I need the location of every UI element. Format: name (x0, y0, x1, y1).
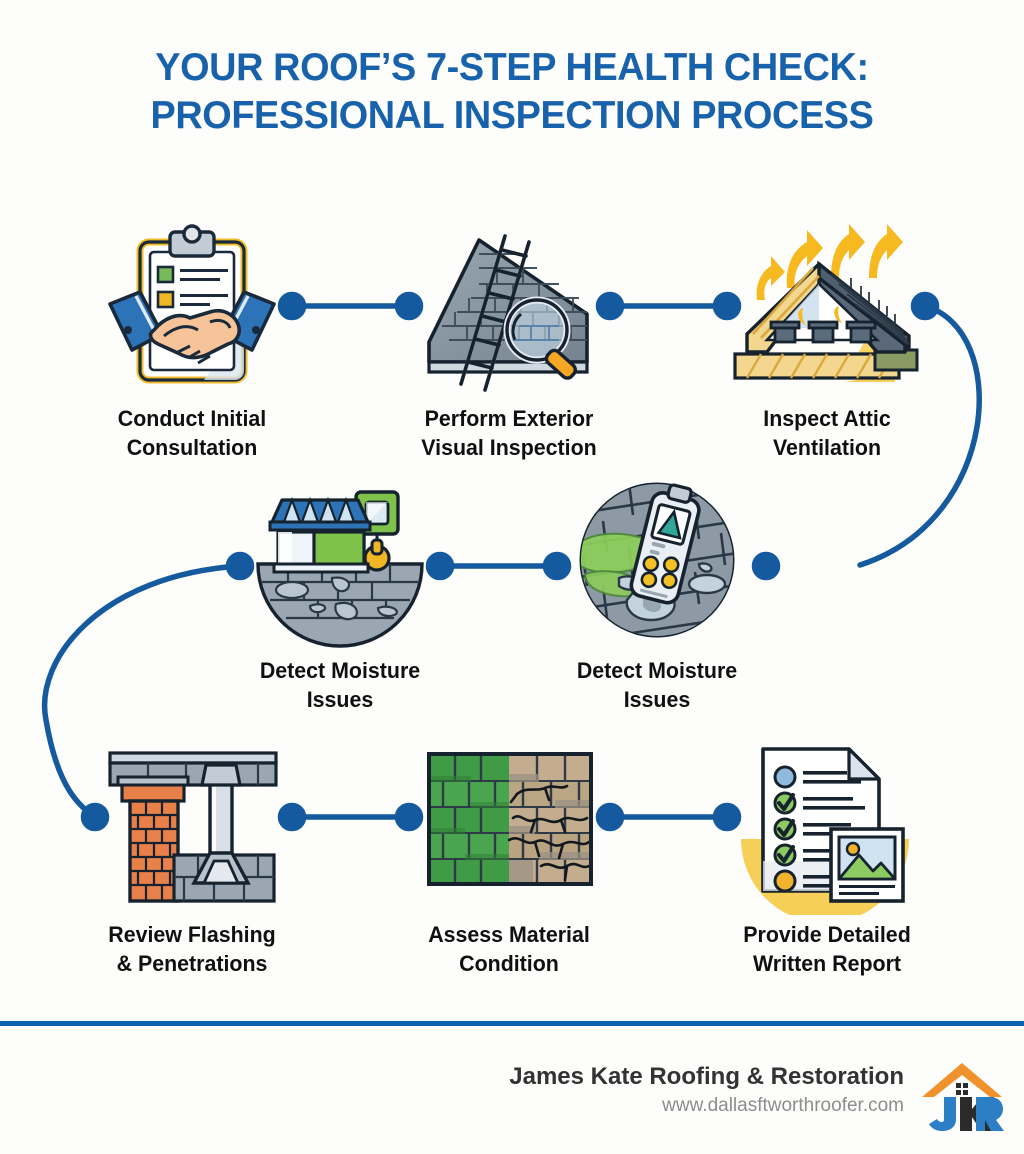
step-1[interactable]: Conduct Initial Consultation (92, 222, 292, 462)
connector-dot (751, 551, 781, 581)
step-4[interactable]: Detect Moisture Issues (240, 478, 440, 718)
footer-divider (0, 1021, 1024, 1026)
clipboard-handshake-icon (108, 224, 276, 384)
step-8-label: Provide Detailed Written Report (743, 922, 911, 976)
title-line-1: YOUR ROOF’S 7-STEP HEALTH CHECK: (155, 46, 869, 89)
step-6[interactable]: Review Flashing & Penetrations (92, 735, 292, 980)
shingle-comparison-icon (427, 752, 593, 886)
step-8[interactable]: Provide Detailed Written Report (727, 735, 927, 980)
moisture-meter-wall-icon (256, 490, 424, 648)
step-5-label: Detect Moisture Issues (576, 658, 738, 712)
step-3-label: Inspect Attic Ventilation (763, 406, 891, 460)
step-7-label: Assess Material Condition (428, 922, 590, 976)
attic-ventilation-airflow-icon (733, 224, 919, 383)
footer: James Kate Roofing & Restoration www.dal… (0, 1055, 1024, 1154)
step-2-label: Perform Exterior Visual Inspection (421, 406, 597, 460)
jkr-house-logo (922, 1063, 1004, 1131)
report-checklist-photo-icon (741, 747, 909, 915)
chimney-vent-flashing-icon (108, 751, 278, 903)
step-2[interactable]: Perform Exterior Visual Inspection (409, 222, 609, 462)
brand-name: James Kate Roofing & Restoration (509, 1063, 904, 1090)
step-3[interactable]: Inspect Attic Ventilation (727, 222, 927, 462)
step-6-label: Review Flashing & Penetrations (108, 922, 276, 976)
moisture-detector-shingles-icon (579, 482, 735, 638)
step-4-label: Detect Moisture Issues (259, 658, 421, 712)
page-title: YOUR ROOF’S 7-STEP HEALTH CHECK: PROFESS… (15, 44, 1008, 140)
step-7[interactable]: Assess Material Condition (409, 740, 609, 980)
title-line-2: PROFESSIONAL INSPECTION PROCESS (150, 94, 874, 137)
ladder-roof-magnifier-icon (427, 234, 589, 392)
step-5[interactable]: Detect Moisture Issues (557, 478, 757, 718)
brand-website[interactable]: www.dallasftworthroofer.com (662, 1095, 904, 1116)
step-1-label: Conduct Initial Consultation (117, 406, 267, 460)
